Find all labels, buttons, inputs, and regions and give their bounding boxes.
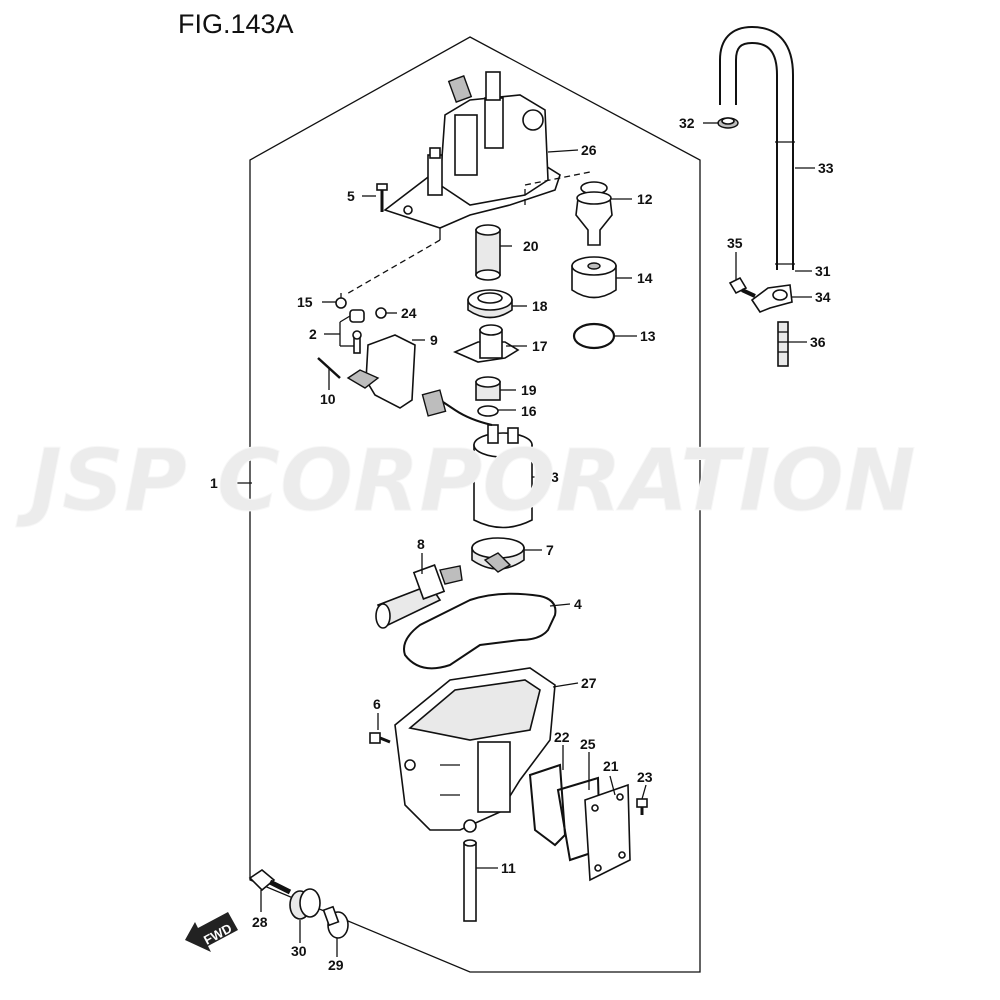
part-8-filter[interactable]	[375, 564, 463, 629]
part-13-o-ring[interactable]	[572, 322, 616, 350]
callout-19: 19	[521, 382, 537, 398]
callout-1: 1	[210, 475, 218, 491]
part-23-screw[interactable]	[636, 798, 648, 815]
callout-4: 4	[574, 596, 582, 612]
part-18-grommet[interactable]	[467, 289, 513, 319]
callout-5: 5	[347, 188, 355, 204]
callout-33: 33	[818, 160, 834, 176]
callout-20: 20	[523, 238, 539, 254]
callout-24: 24	[401, 305, 417, 321]
callout-3: 3	[551, 469, 559, 485]
part-21-cover-plate[interactable]	[584, 783, 631, 882]
part-27-chamber-body[interactable]	[394, 667, 556, 833]
part-35-bolt[interactable]	[728, 276, 756, 298]
callout-numbers: 1 2 3 4 5 6 7 8 9 10 11 12 13 14 15 16 1…	[210, 115, 834, 973]
callout-13: 13	[640, 328, 656, 344]
part-6-screw[interactable]	[369, 732, 391, 744]
callout-31: 31	[815, 263, 831, 279]
assembly-boundary	[249, 36, 701, 973]
part-30-grommet[interactable]	[289, 888, 321, 920]
callout-29: 29	[328, 957, 344, 973]
part-34-clamp[interactable]	[750, 284, 793, 313]
part-36-fitting[interactable]	[777, 321, 789, 367]
callout-32: 32	[679, 115, 695, 131]
callout-17: 17	[532, 338, 548, 354]
callout-11: 11	[501, 860, 516, 876]
callout-27: 27	[581, 675, 597, 691]
part-28-bolt[interactable]	[248, 869, 292, 895]
callout-22: 22	[554, 729, 570, 745]
part-19-seal[interactable]	[475, 376, 501, 401]
callout-15: 15	[297, 294, 313, 310]
callout-12: 12	[637, 191, 653, 207]
part-7-damper[interactable]	[471, 537, 525, 573]
part-26-cover[interactable]	[383, 71, 561, 240]
callout-10: 10	[320, 391, 336, 407]
callout-36: 36	[810, 334, 826, 350]
part-2-float-pin[interactable]	[349, 309, 365, 354]
part-12-fitting[interactable]	[575, 181, 613, 246]
leader-dashed-lines	[344, 171, 591, 296]
callout-2: 2	[309, 326, 317, 342]
callout-18: 18	[532, 298, 548, 314]
part-24-screw[interactable]	[375, 307, 387, 319]
callout-23: 23	[637, 769, 653, 785]
part-5-screw[interactable]	[376, 183, 388, 212]
part-3-fuel-pump[interactable]	[421, 389, 533, 529]
part-15-nut[interactable]	[335, 293, 347, 309]
part-14-cup[interactable]	[571, 256, 617, 299]
callout-21: 21	[603, 758, 619, 774]
callout-28: 28	[252, 914, 268, 930]
callout-35: 35	[727, 235, 743, 251]
part-29-collar[interactable]	[322, 905, 349, 939]
callout-leaders	[227, 122, 815, 957]
part-9-float[interactable]	[346, 334, 416, 409]
callout-26: 26	[581, 142, 597, 158]
part-11-tube[interactable]	[463, 839, 477, 922]
callout-8: 8	[417, 536, 425, 552]
callout-34: 34	[815, 289, 831, 305]
part-17-bracket[interactable]	[452, 324, 520, 363]
callout-6: 6	[373, 696, 381, 712]
part-20-filter[interactable]	[475, 224, 501, 281]
watermark-text: JSP CORPORATION	[15, 431, 916, 531]
part-4-gasket[interactable]	[403, 592, 557, 670]
part-33-hose[interactable]	[719, 25, 794, 270]
callout-30: 30	[291, 943, 307, 959]
part-32-clip[interactable]	[717, 117, 739, 129]
part-22-gasket[interactable]	[528, 763, 567, 847]
figure-title: FIG.143A	[178, 9, 294, 39]
fwd-arrow: FWD	[185, 912, 238, 952]
callout-7: 7	[546, 542, 554, 558]
callout-14: 14	[637, 270, 653, 286]
callout-9: 9	[430, 332, 438, 348]
callout-25: 25	[580, 736, 596, 752]
part-16-o-ring[interactable]	[477, 405, 499, 417]
callout-16: 16	[521, 403, 537, 419]
